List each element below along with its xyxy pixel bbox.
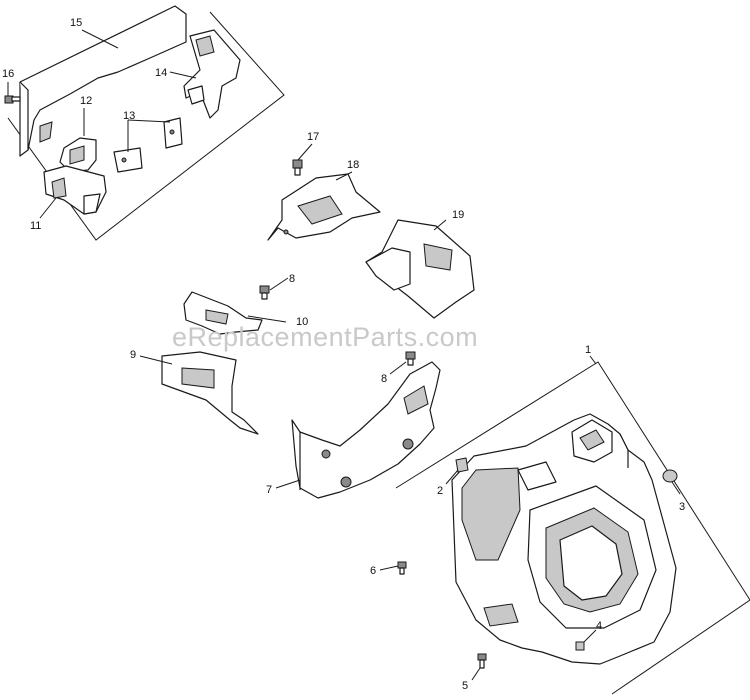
callout-12: 12 — [80, 95, 92, 107]
callout-18: 18 — [347, 159, 359, 171]
callout-16: 16 — [2, 68, 14, 80]
part-18-baffle[interactable] — [267, 173, 381, 241]
callout-17: 17 — [307, 131, 319, 143]
part-11-bracket[interactable] — [43, 165, 107, 215]
watermark-text: eReplacementParts.com — [172, 322, 478, 352]
part-14-bracket[interactable] — [183, 29, 241, 119]
callout-15: 15 — [70, 17, 82, 29]
callout-4: 4 — [596, 620, 602, 632]
callout-labels: 1 2 3 4 5 6 7 8 8 9 10 11 12 13 14 15 16… — [2, 17, 685, 692]
part-15-backing-panel[interactable] — [19, 5, 187, 157]
part-6-screw[interactable] — [397, 561, 407, 575]
callout-8-lower: 8 — [381, 373, 387, 385]
callout-2: 2 — [437, 485, 443, 497]
leader-lines — [7, 29, 681, 681]
part-16-bolt[interactable] — [4, 95, 21, 104]
callout-10: 10 — [296, 316, 308, 328]
callout-19: 19 — [452, 209, 464, 221]
callout-1: 1 — [585, 344, 591, 356]
part-13-plates[interactable] — [113, 117, 183, 173]
callout-8-upper: 8 — [289, 273, 295, 285]
part-19-shroud[interactable] — [365, 219, 475, 319]
part-3-plug[interactable] — [662, 469, 678, 483]
part-2-clip[interactable] — [455, 457, 469, 473]
part-5-screw[interactable] — [477, 653, 487, 669]
callout-3: 3 — [679, 501, 685, 513]
part-17-bolt[interactable] — [292, 159, 303, 176]
part-8-bolt-lower[interactable] — [405, 351, 416, 366]
callout-11: 11 — [30, 220, 41, 232]
part-12-bracket[interactable] — [59, 137, 97, 173]
part-1-blower-housing[interactable] — [451, 413, 677, 665]
callout-7: 7 — [266, 484, 272, 496]
callout-13: 13 — [123, 110, 135, 122]
part-4-nut[interactable] — [575, 641, 585, 651]
callout-9: 9 — [130, 349, 136, 361]
part-9-side-plate[interactable] — [161, 351, 259, 435]
callout-6: 6 — [370, 565, 376, 577]
callout-14: 14 — [155, 67, 167, 79]
callout-5: 5 — [462, 680, 468, 692]
part-10-bracket[interactable] — [183, 291, 263, 335]
part-7-housing[interactable] — [291, 361, 441, 499]
part-8-bolt-upper[interactable] — [259, 285, 270, 300]
